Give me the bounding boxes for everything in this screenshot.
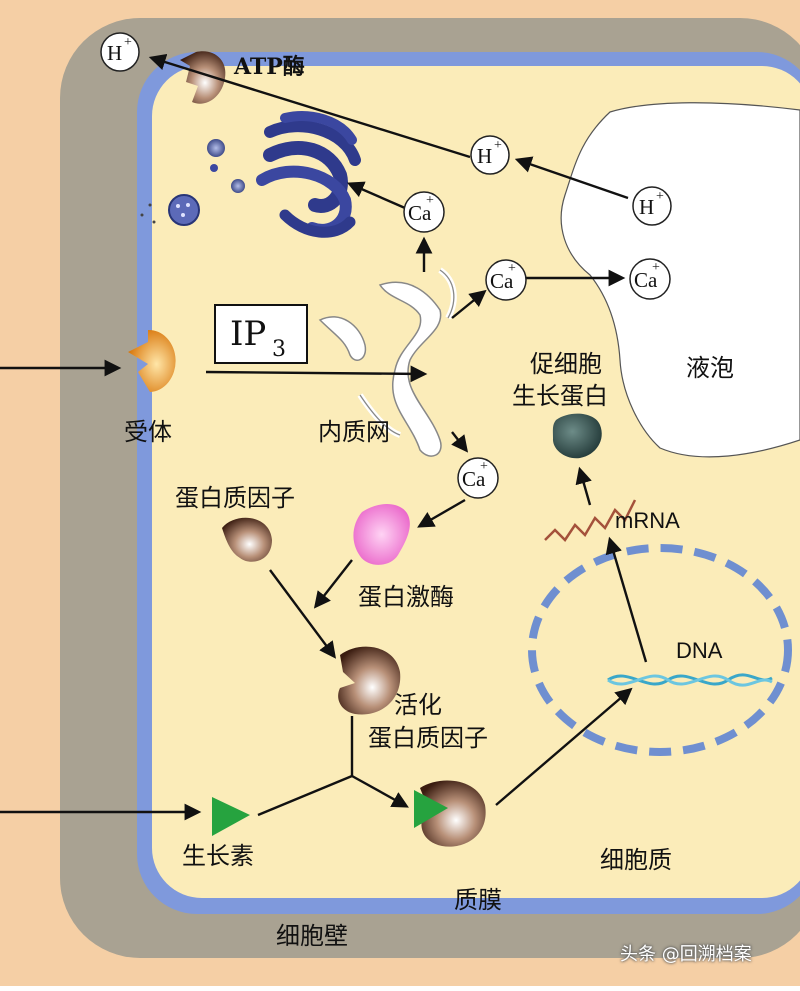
ion-symbol: H: [477, 144, 492, 168]
receptor-icon: [128, 329, 176, 392]
calcium-ion: Ca +: [403, 191, 445, 233]
plasma-membrane-label: 质膜: [454, 886, 502, 914]
mrna-strand: [544, 499, 637, 542]
watermark: 头条 @回溯档案: [620, 944, 752, 965]
h-plus-ion: H +: [632, 186, 672, 226]
vesicle-dot: [152, 220, 156, 224]
auxin-icon: [212, 797, 250, 836]
auxin-label: 生长素: [182, 842, 254, 870]
cell-wall-label: 细胞壁: [276, 922, 348, 950]
vacuole: [560, 102, 800, 458]
ion-symbol: H: [639, 195, 654, 219]
growth-protein-icon: [552, 413, 602, 459]
calcium-ion: Ca +: [629, 258, 671, 300]
vesicle-dot: [181, 213, 185, 217]
ion-charge: +: [124, 35, 132, 50]
vesicle: [168, 194, 200, 226]
ion-symbol: Ca: [408, 201, 432, 225]
growth-protein-label-line1: 促细胞: [530, 350, 602, 378]
protein-factor-label: 蛋白质因子: [175, 484, 295, 512]
ion-symbol: H: [107, 41, 122, 65]
activated-factor-label-line2: 蛋白质因子: [368, 724, 488, 752]
protein-kinase-label: 蛋白激酶: [358, 583, 454, 611]
h-plus-ion: H +: [470, 135, 510, 175]
vesicle: [231, 179, 245, 193]
vesicle: [207, 139, 225, 157]
protein-factor-icon: [222, 517, 272, 562]
growth-protein-label-line2: 生长蛋白: [512, 382, 608, 410]
ip3-subscript: 3: [272, 337, 286, 362]
vesicle-dot: [148, 203, 152, 207]
golgi-apparatus: [256, 111, 361, 238]
ion-charge: +: [426, 193, 434, 208]
ion-charge: +: [494, 138, 502, 153]
receptor-label: 受体: [124, 418, 172, 446]
vesicle-dot: [186, 203, 190, 207]
atpase-label: ATP酶: [233, 54, 305, 80]
endoplasmic-reticulum: [318, 267, 457, 457]
ion-symbol: Ca: [462, 467, 486, 491]
dna-helix: [607, 673, 773, 687]
h-plus-ion: H +: [100, 32, 140, 72]
nucleus-envelope: [528, 544, 792, 756]
dna-label: DNA: [676, 638, 723, 663]
vacuole-label: 液泡: [686, 354, 734, 382]
ion-charge: +: [480, 459, 488, 474]
ip3-box: IP 3: [214, 304, 308, 364]
ion-charge: +: [508, 261, 516, 276]
ion-symbol: Ca: [490, 269, 514, 293]
calcium-ion: Ca +: [457, 457, 499, 499]
vesicle-dot: [176, 204, 180, 208]
vesicle: [210, 164, 218, 172]
auxin-receptor-complex: [414, 780, 486, 847]
ion-charge: +: [656, 189, 664, 204]
calcium-ion: Ca +: [485, 259, 527, 301]
ip3-label: IP: [230, 314, 266, 354]
activated-factor-label-line1: 活化: [394, 691, 442, 719]
cytoplasm-label: 细胞质: [600, 846, 672, 874]
activated-protein-factor-icon: [338, 646, 401, 715]
ion-symbol: Ca: [634, 268, 658, 292]
protein-kinase-icon: [353, 504, 410, 565]
arrows: [0, 53, 648, 821]
er-label: 内质网: [318, 418, 390, 446]
ion-charge: +: [652, 260, 660, 275]
mrna-label: mRNA: [615, 508, 680, 533]
vesicle-dot: [140, 213, 144, 217]
atpase-icon: [180, 51, 226, 104]
